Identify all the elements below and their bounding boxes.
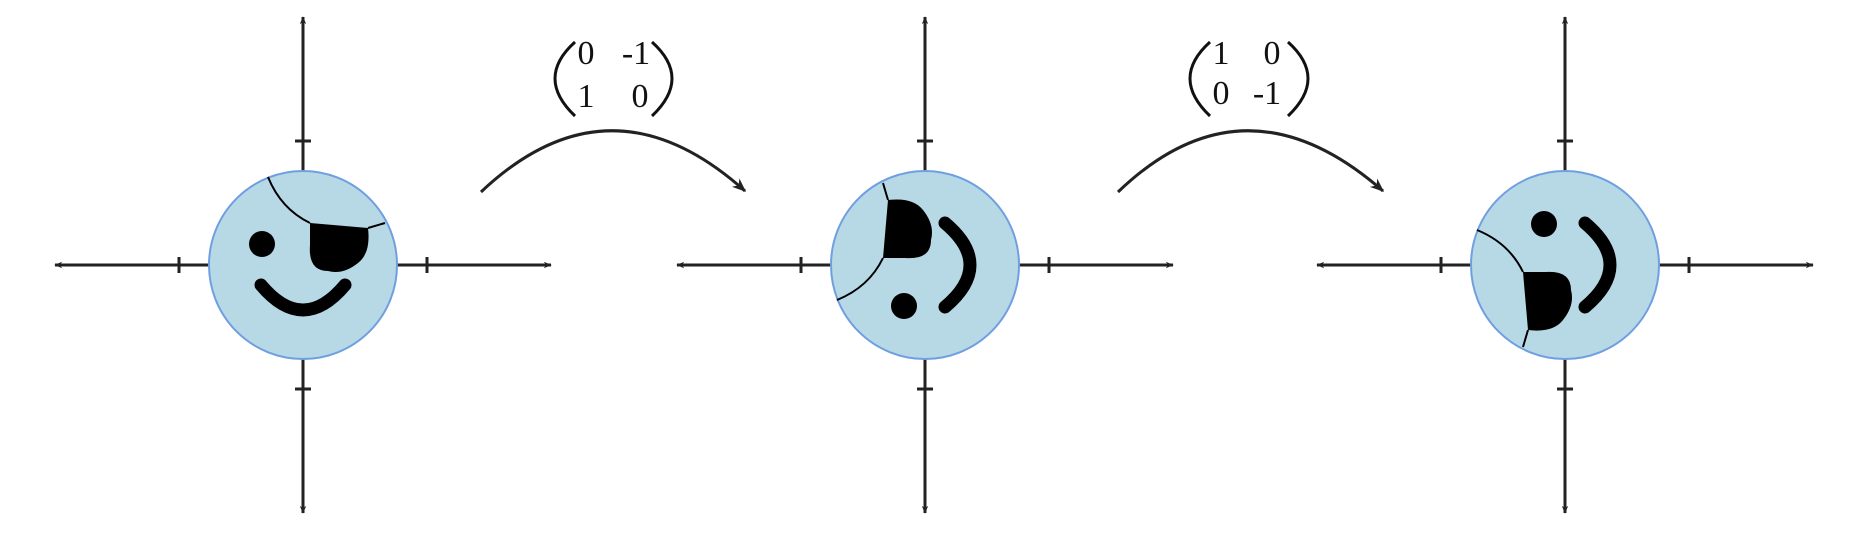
curved-arrow-icon: [479, 129, 747, 194]
matrix-cell: -1: [1253, 75, 1281, 112]
patch-strap: [267, 176, 386, 229]
right-paren: [650, 40, 674, 118]
eye-patch: [1523, 271, 1572, 331]
matrix-cell: 0: [632, 78, 649, 115]
right-paren: [1286, 40, 1310, 118]
eye-patch: [309, 223, 369, 272]
pirate-smiley-icon: [1470, 170, 1660, 360]
matrix-cell: -1: [622, 35, 650, 72]
matrix-cell: 1: [1213, 35, 1230, 72]
matrix-cell: 0: [1264, 35, 1281, 72]
curved-arrow-icon: [1116, 129, 1385, 194]
left-paren: [553, 40, 577, 118]
eye-patch: [883, 199, 932, 259]
matrix-rotation: 0 -1 1 0: [553, 35, 674, 118]
patch-strap: [1476, 229, 1529, 348]
pirate-smiley-icon: [208, 170, 398, 360]
smile-mouth: [938, 216, 977, 314]
matrix-cell: 1: [578, 78, 595, 115]
patch-strap: [836, 182, 889, 301]
eye-dot: [249, 231, 275, 257]
eye-dot: [1531, 211, 1557, 237]
matrix-reflection: 1 0 0 -1: [1188, 35, 1310, 118]
matrix-cell: 0: [1213, 75, 1230, 112]
pirate-smiley-icon: [830, 170, 1020, 360]
eye-dot: [891, 293, 917, 319]
panel-original: [54, 16, 552, 514]
matrix-cell: 0: [578, 35, 595, 72]
panel-reflected: [1316, 16, 1814, 514]
smile-mouth: [254, 278, 352, 317]
left-paren: [1188, 40, 1212, 118]
panel-rotated: [676, 16, 1174, 514]
smile-mouth: [1578, 216, 1617, 314]
